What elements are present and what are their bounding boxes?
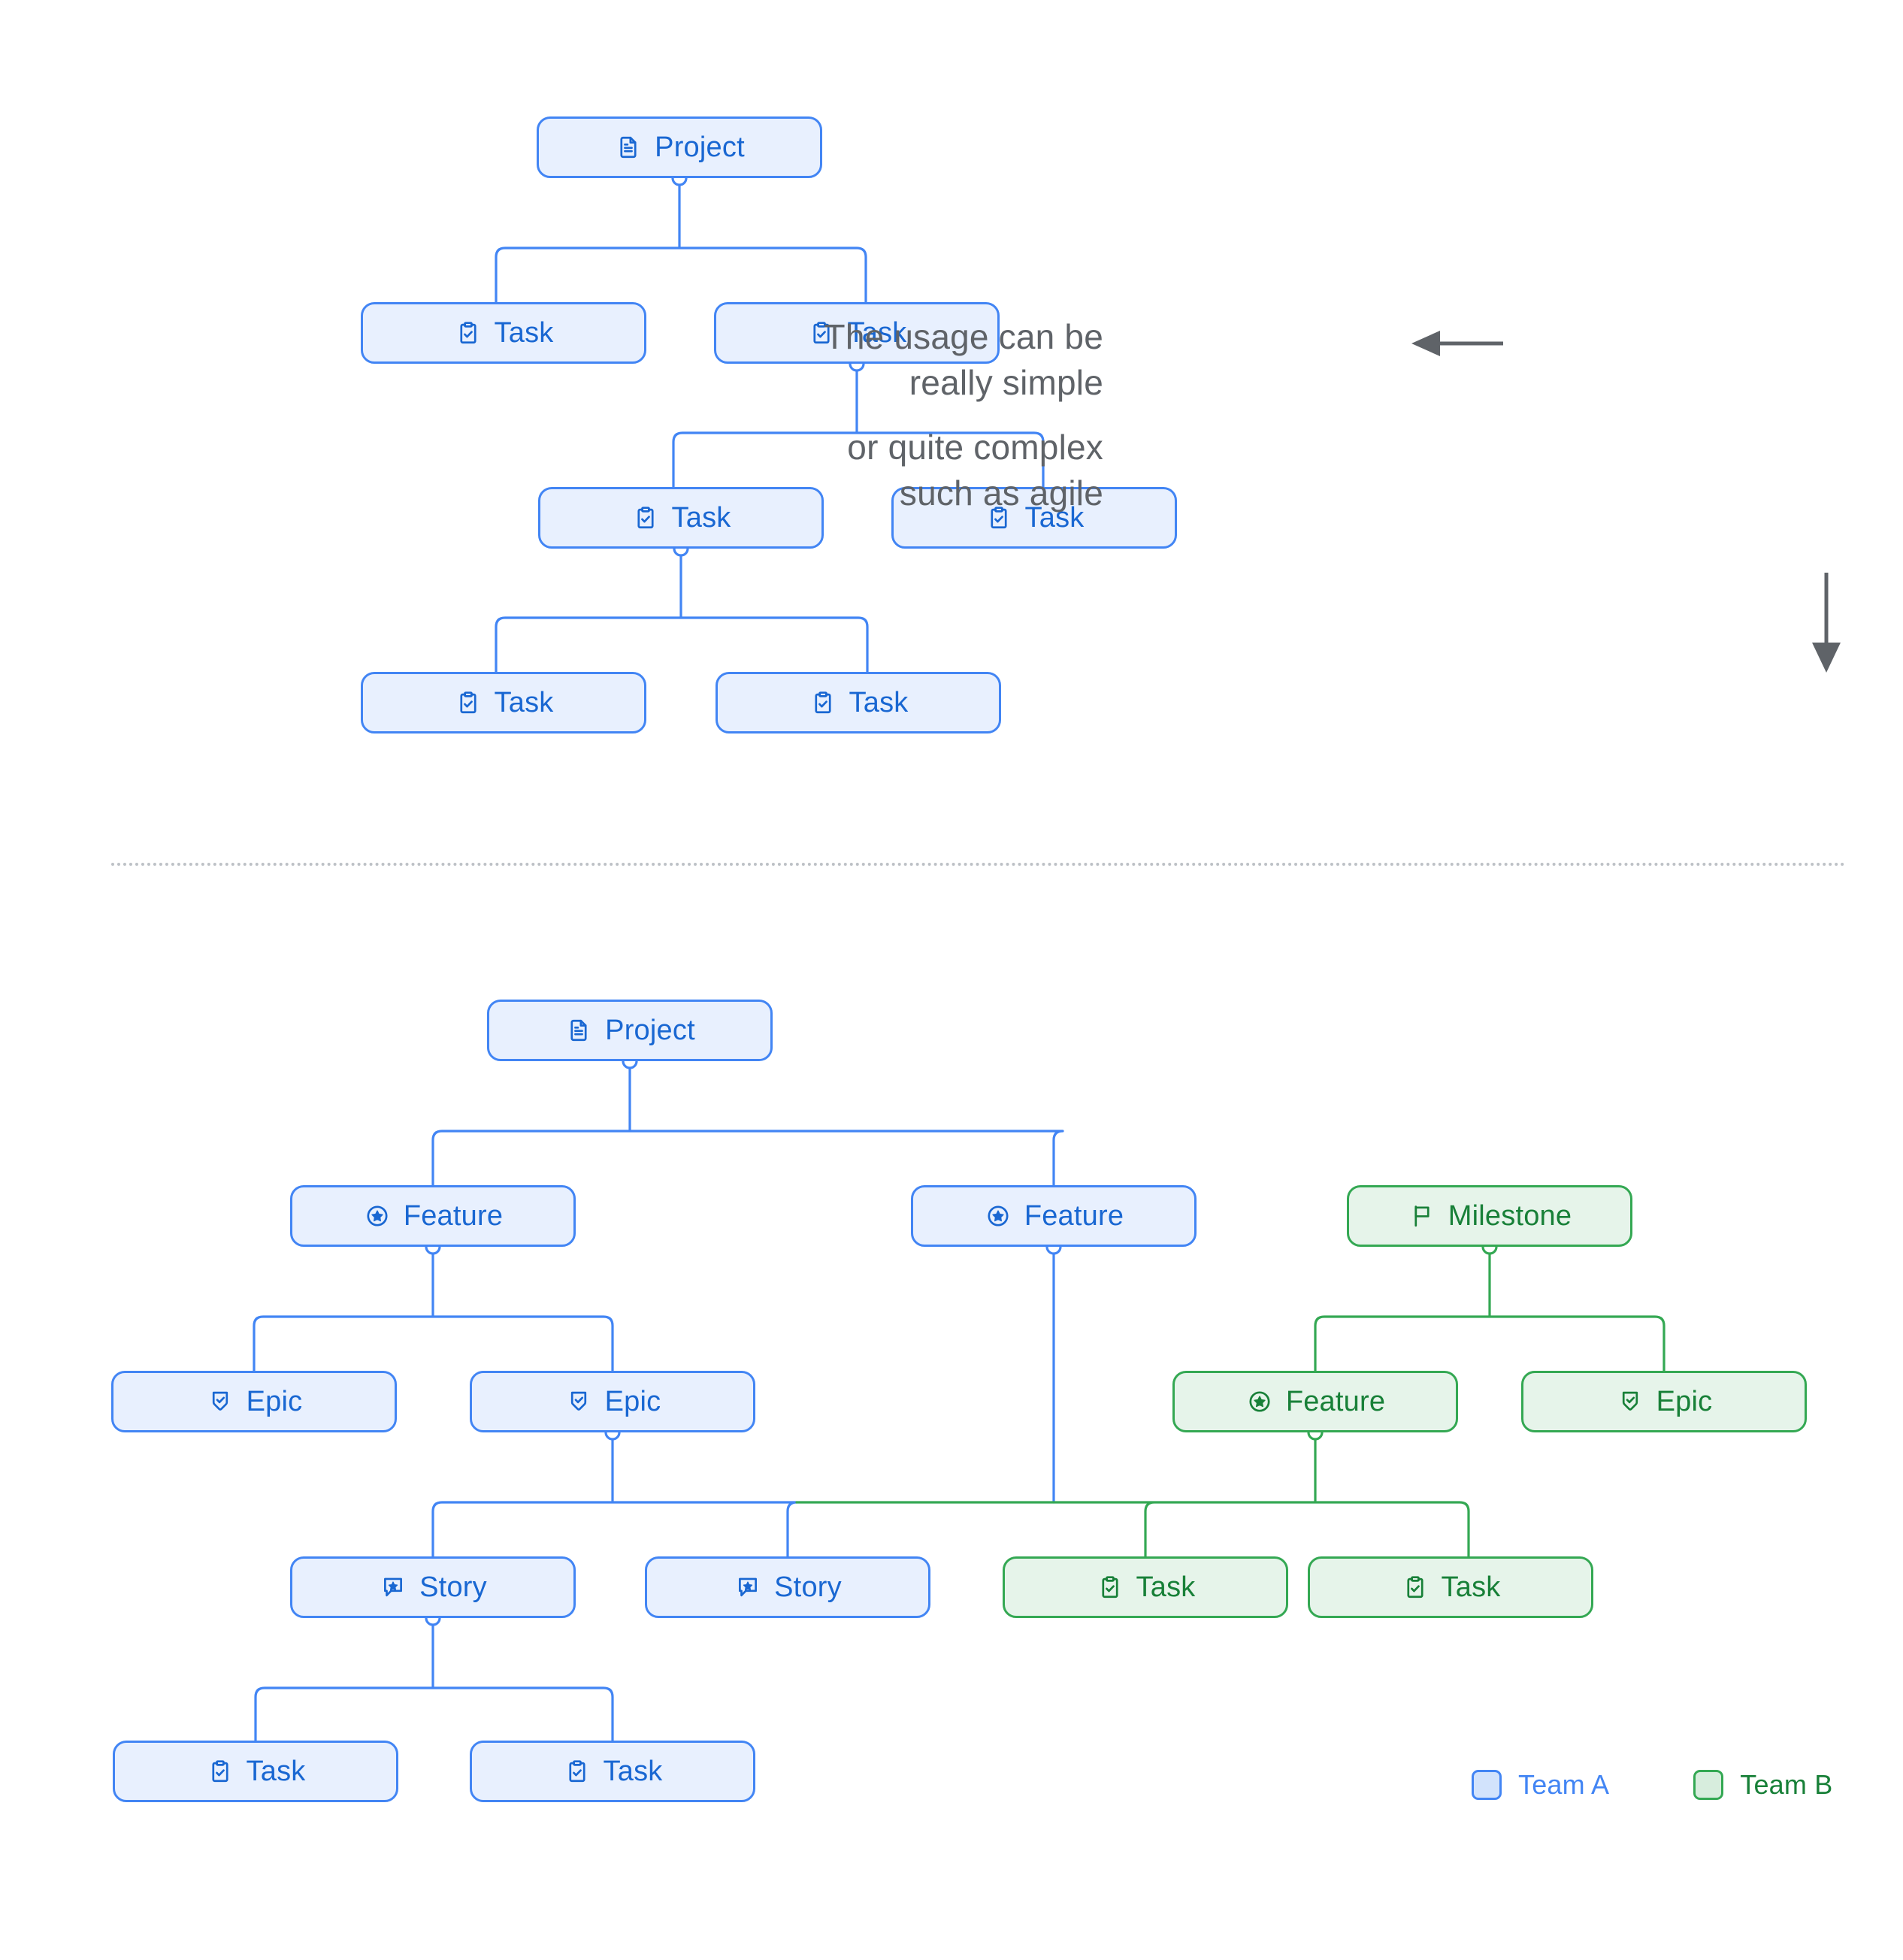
node-label: Milestone	[1448, 1200, 1572, 1232]
shield-check-icon	[206, 1387, 234, 1416]
node-label: Epic	[1656, 1386, 1713, 1417]
clipboard-check-icon	[631, 504, 660, 532]
clipboard-check-icon	[807, 319, 836, 347]
node-task-t-task-2[interactable]: Task	[714, 302, 1000, 364]
node-label: Task	[1024, 502, 1085, 534]
node-label: Task	[671, 502, 731, 534]
clipboard-check-icon	[809, 688, 837, 717]
node-epic-b-epic-1[interactable]: Epic	[111, 1371, 397, 1432]
comment-star-icon	[734, 1573, 762, 1602]
arrow-left-icon	[1411, 331, 1503, 356]
node-task-b-task-g2[interactable]: Task	[1308, 1556, 1593, 1618]
legend-label-team-a: Team A	[1518, 1769, 1610, 1800]
section-divider	[111, 863, 1846, 866]
annotation-line-2: really simple	[909, 362, 1103, 402]
flag-icon	[1408, 1202, 1436, 1230]
node-project-t-project[interactable]: Project	[537, 116, 822, 178]
node-label: Project	[605, 1015, 695, 1046]
clipboard-check-icon	[1401, 1573, 1430, 1602]
annotation-line-4: such as agile	[899, 473, 1103, 513]
node-task-t-task-5[interactable]: Task	[361, 672, 646, 733]
legend: Team A Team B	[1472, 1769, 1833, 1801]
node-task-t-task-3[interactable]: Task	[538, 487, 824, 549]
node-label: Feature	[1024, 1200, 1124, 1232]
legend-item-team-a: Team A	[1472, 1769, 1609, 1801]
clipboard-check-icon	[454, 688, 483, 717]
star-circle-icon	[984, 1202, 1012, 1230]
node-label: Epic	[604, 1386, 661, 1417]
node-epic-b-epic-3[interactable]: Epic	[1521, 1371, 1807, 1432]
document-icon	[614, 133, 643, 162]
annotation-line-3: or quite complex	[847, 428, 1103, 467]
node-task-b-task-b2[interactable]: Task	[470, 1741, 755, 1802]
node-project-b-project[interactable]: Project	[487, 1000, 773, 1061]
shield-check-icon	[1616, 1387, 1644, 1416]
annotation-line-1: The usage can be	[824, 317, 1103, 356]
node-label: Task	[1136, 1571, 1196, 1603]
clipboard-check-icon	[206, 1757, 234, 1786]
clipboard-check-icon	[1096, 1573, 1124, 1602]
node-task-t-task-4[interactable]: Task	[891, 487, 1177, 549]
legend-swatch-team-a	[1472, 1770, 1502, 1800]
arrow-down-icon	[1812, 573, 1841, 673]
node-feature-b-feature-1[interactable]: Feature	[290, 1185, 576, 1247]
clipboard-check-icon	[563, 1757, 591, 1786]
node-label: Feature	[1285, 1386, 1386, 1417]
node-label: Task	[494, 317, 554, 349]
node-label: Story	[419, 1571, 487, 1603]
node-feature-b-feature-3[interactable]: Feature	[1172, 1371, 1458, 1432]
legend-swatch-team-b	[1693, 1770, 1724, 1800]
document-icon	[564, 1016, 593, 1045]
node-label: Task	[603, 1756, 663, 1787]
shield-check-icon	[564, 1387, 593, 1416]
clipboard-check-icon	[985, 504, 1013, 532]
node-milestone-b-milestone[interactable]: Milestone	[1347, 1185, 1632, 1247]
clipboard-check-icon	[454, 319, 483, 347]
usage-annotation: The usage can be really simple or quite …	[773, 314, 1103, 516]
node-task-t-task-6[interactable]: Task	[716, 672, 1001, 733]
node-task-b-task-b1[interactable]: Task	[113, 1741, 398, 1802]
node-story-b-story-1[interactable]: Story	[290, 1556, 576, 1618]
node-label: Task	[494, 687, 554, 718]
node-label: Task	[246, 1756, 306, 1787]
legend-item-team-b: Team B	[1693, 1769, 1832, 1801]
node-task-b-task-g1[interactable]: Task	[1003, 1556, 1288, 1618]
star-circle-icon	[1245, 1387, 1274, 1416]
legend-label-team-b: Team B	[1740, 1769, 1833, 1800]
node-label: Task	[847, 317, 907, 349]
node-feature-b-feature-2[interactable]: Feature	[911, 1185, 1197, 1247]
comment-star-icon	[379, 1573, 407, 1602]
node-epic-b-epic-2[interactable]: Epic	[470, 1371, 755, 1432]
annotation-spacer	[773, 405, 1103, 425]
star-circle-icon	[363, 1202, 392, 1230]
node-label: Project	[655, 132, 745, 163]
node-task-t-task-1[interactable]: Task	[361, 302, 646, 364]
node-label: Feature	[403, 1200, 504, 1232]
node-label: Task	[1441, 1571, 1501, 1603]
node-label: Epic	[246, 1386, 303, 1417]
node-label: Task	[849, 687, 909, 718]
node-label: Story	[774, 1571, 842, 1603]
node-story-b-story-2[interactable]: Story	[645, 1556, 930, 1618]
